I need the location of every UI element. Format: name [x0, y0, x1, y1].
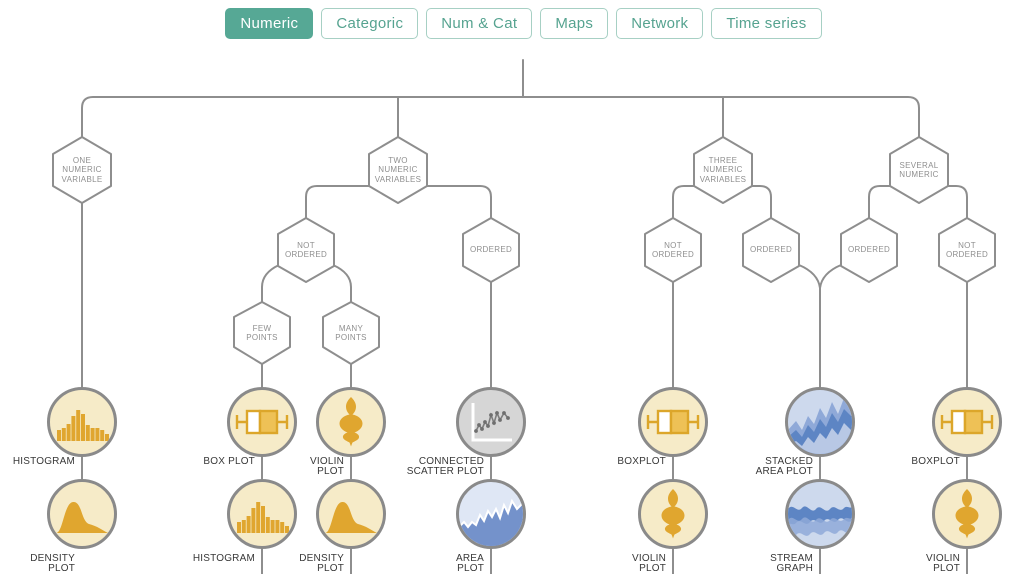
node-label-several-numeric: SEVERAL NUMERIC	[899, 160, 939, 180]
tab-maps[interactable]: Maps	[540, 8, 609, 39]
node-label-ordered-several: ORDERED	[847, 245, 891, 255]
hexagon-several-numeric	[889, 136, 949, 204]
plot-label-area-plot: AREA PLOT	[455, 553, 484, 574]
plot-label-histogram-few: HISTOGRAM	[192, 553, 255, 564]
plot-label-boxplot-three: BOXPLOT	[617, 456, 666, 467]
plot-label-violin-plot: VIOLIN PLOT	[310, 456, 344, 477]
hexagon-ordered-several	[840, 217, 898, 283]
node-label-three-numeric: THREE NUMERIC VARIABLES	[699, 155, 747, 184]
stream-graph-icon	[788, 506, 852, 537]
density-plot-icon	[56, 501, 108, 533]
chart-family-tabs: Numeric Categoric Num & Cat Maps Network…	[24, 8, 1023, 39]
boxplot-node-three[interactable]	[638, 387, 708, 457]
hexagon-ordered-two	[462, 217, 520, 283]
node-label-few-points: FEW POINTS	[246, 323, 278, 343]
violin-plot-node-three[interactable]	[638, 479, 708, 549]
node-label-not-ordered-three: NOT ORDERED	[651, 240, 695, 260]
plot-label-connected-scatter: CONNECTED SCATTER PLOT	[406, 456, 484, 477]
hexagon-not-ordered-two	[277, 217, 335, 283]
tab-network[interactable]: Network	[616, 8, 704, 39]
box-plot-node[interactable]	[227, 387, 297, 457]
node-label-not-ordered-several: NOT ORDERED	[945, 240, 989, 260]
violin-plot-icon	[339, 397, 363, 447]
plot-label-violin-several: VIOLIN PLOT	[926, 553, 960, 574]
hexagon-ordered-three	[742, 217, 800, 283]
area-plot-icon	[459, 498, 523, 546]
violin-plot-node-several[interactable]	[932, 479, 1002, 549]
node-label-ordered-three: ORDERED	[749, 245, 793, 255]
hexagon-one-numeric	[52, 136, 112, 204]
tab-categoric[interactable]: Categoric	[321, 8, 419, 39]
tab-num-and-cat[interactable]: Num & Cat	[426, 8, 533, 39]
boxplot-node-several[interactable]	[932, 387, 1002, 457]
tree-branch-lines	[81, 59, 968, 574]
tab-time-series[interactable]: Time series	[711, 8, 822, 39]
box-plot-icon	[235, 409, 289, 435]
histogram-icon	[237, 502, 289, 533]
plot-label-box-plot: BOX PLOT	[203, 456, 255, 467]
histogram-node-few[interactable]	[227, 479, 297, 549]
violin-plot-icon	[661, 489, 685, 539]
plot-label-boxplot-several: BOXPLOT	[911, 456, 960, 467]
box-plot-icon	[646, 409, 700, 435]
hexagon-three-numeric	[693, 136, 753, 204]
violin-plot-node[interactable]	[316, 387, 386, 457]
node-label-ordered-two: ORDERED	[469, 245, 513, 255]
box-plot-icon	[940, 409, 994, 435]
hexagon-not-ordered-several	[938, 217, 996, 283]
plot-label-histogram: HISTOGRAM	[12, 456, 75, 467]
stacked-area-icon	[788, 398, 852, 454]
histogram-icon	[57, 410, 109, 441]
hexagon-two-numeric	[368, 136, 428, 204]
plot-label-stream-graph: STREAM GRAPH	[770, 553, 813, 574]
hexagon-many-points	[322, 301, 380, 365]
tab-numeric[interactable]: Numeric	[225, 8, 314, 39]
plot-label-violin-three: VIOLIN PLOT	[632, 553, 666, 574]
node-label-two-numeric: TWO NUMERIC VARIABLES	[374, 155, 422, 184]
density-plot-node-many[interactable]	[316, 479, 386, 549]
histogram-node[interactable]	[47, 387, 117, 457]
node-label-not-ordered-two: NOT ORDERED	[284, 240, 328, 260]
connected-scatter-node[interactable]	[456, 387, 526, 457]
plot-label-density-many: DENSITY PLOT	[299, 553, 344, 574]
density-plot-icon	[325, 501, 377, 533]
stacked-area-node[interactable]	[785, 387, 855, 457]
plot-label-density: DENSITY PLOT	[30, 553, 75, 574]
stream-graph-node[interactable]	[785, 479, 855, 549]
node-label-one-numeric: ONE NUMERIC VARIABLE	[61, 155, 103, 184]
density-plot-node[interactable]	[47, 479, 117, 549]
violin-plot-icon	[955, 489, 979, 539]
plot-label-stacked-area: STACKED AREA PLOT	[755, 456, 813, 477]
connected-scatter-icon	[471, 403, 512, 442]
hexagon-not-ordered-three	[644, 217, 702, 283]
hexagon-few-points	[233, 301, 291, 365]
decision-hexagons	[52, 136, 996, 365]
area-plot-node[interactable]	[456, 479, 526, 549]
node-label-many-points: MANY POINTS	[335, 323, 367, 343]
